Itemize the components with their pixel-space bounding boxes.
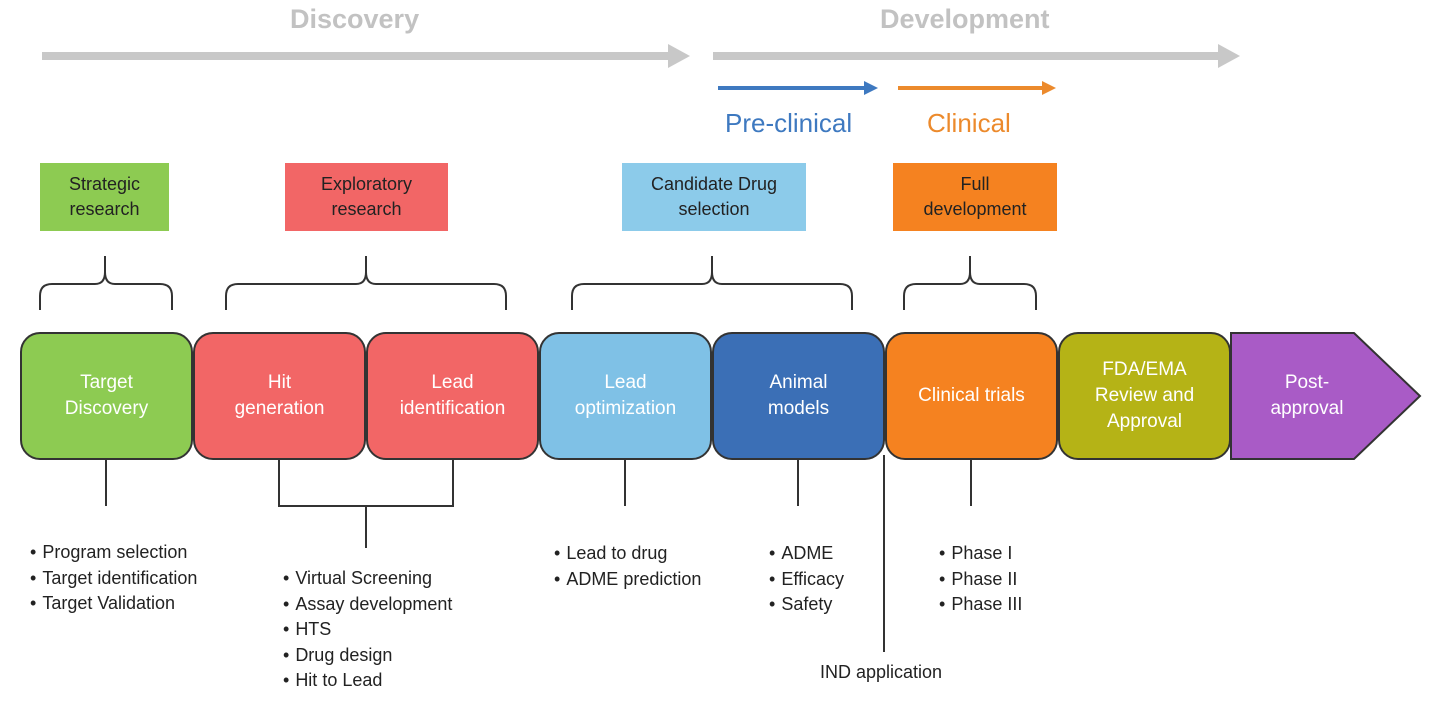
clinical-arrow (898, 81, 1056, 95)
stage-lead-identification: Lead identification (366, 332, 539, 460)
list-item: Phase III (939, 592, 1022, 618)
bracket-full-development (903, 256, 1037, 310)
list-item: Efficacy (769, 567, 844, 593)
preclinical-title: Pre-clinical (725, 108, 853, 138)
category-strategic-research: Strategic research (40, 163, 169, 231)
list-item: Phase I (939, 541, 1022, 567)
bullets-target: Program selection Target identification … (30, 540, 197, 617)
development-arrow (713, 44, 1240, 68)
list-item: Target Validation (30, 591, 197, 617)
development-title: Development (880, 4, 1050, 34)
discovery-arrow (42, 44, 690, 68)
list-item: Hit to Lead (283, 668, 452, 694)
stage-clinical-trials: Clinical trials (885, 332, 1058, 460)
category-full-development: Full development (893, 163, 1057, 231)
category-candidate-drug-selection: Candidate Drug selection (622, 163, 806, 231)
bracket-strategic (39, 256, 173, 310)
list-item: Assay development (283, 592, 452, 618)
stage-post-approval: Post- approval (1270, 372, 1344, 419)
preclinical-arrow (718, 81, 878, 95)
list-item: Drug design (283, 643, 452, 669)
list-item: Target identification (30, 566, 197, 592)
stem-hit-lead (278, 460, 454, 548)
bullets-optimization: Lead to drug ADME prediction (554, 541, 701, 592)
ind-application-label: IND application (820, 662, 943, 682)
list-item: Safety (769, 592, 844, 618)
bracket-candidate (571, 256, 853, 310)
bullets-clinical: Phase I Phase II Phase III (939, 541, 1022, 618)
stage-lead-optimization: Lead optimization (539, 332, 712, 460)
stage-target-discovery: Target Discovery (20, 332, 193, 460)
list-item: Lead to drug (554, 541, 701, 567)
list-item: ADME prediction (554, 567, 701, 593)
list-item: Program selection (30, 540, 197, 566)
bullets-hit-lead: Virtual Screening Assay development HTS … (283, 566, 452, 694)
bracket-exploratory (225, 256, 507, 310)
list-item: Phase II (939, 567, 1022, 593)
category-exploratory-research: Exploratory research (285, 163, 448, 231)
list-item: Virtual Screening (283, 566, 452, 592)
stage-fda-ema-review: FDA/EMA Review and Approval (1058, 332, 1231, 460)
list-item: ADME (769, 541, 844, 567)
discovery-title: Discovery (290, 4, 420, 34)
bullets-animal: ADME Efficacy Safety (769, 541, 844, 618)
stage-animal-models: Animal models (712, 332, 885, 460)
list-item: HTS (283, 617, 452, 643)
stage-post-approval-arrow (1230, 332, 1422, 460)
clinical-title: Clinical (927, 108, 1011, 138)
stage-hit-generation: Hit generation (193, 332, 366, 460)
